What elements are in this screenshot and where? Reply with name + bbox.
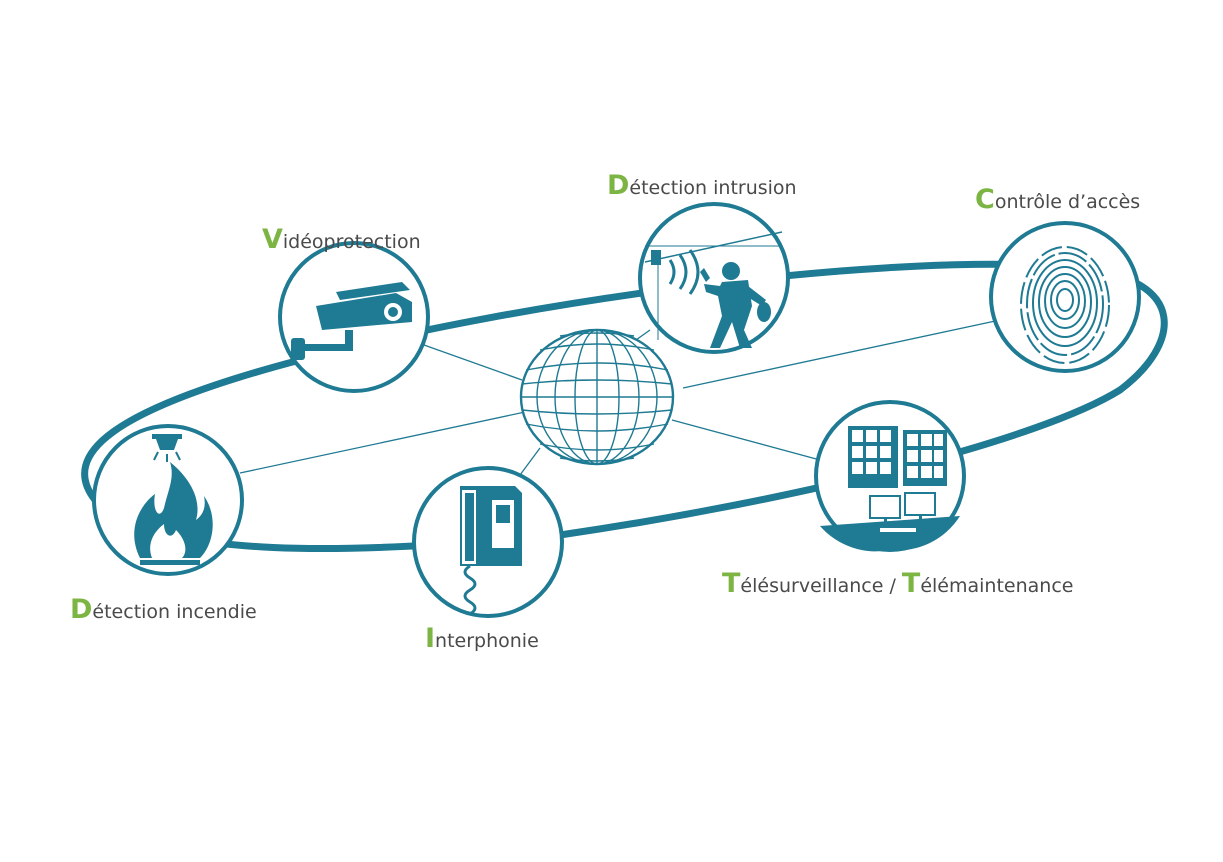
fingerprint-icon [1020, 246, 1110, 364]
label-remote-initial-1: T [722, 568, 741, 599]
node-circle-intrusion [638, 202, 790, 354]
monitoring-screens-icon [820, 426, 960, 552]
fire-detector-icon [134, 434, 213, 565]
label-intrusion: Détection intrusion [607, 172, 797, 199]
label-intrusion-text: étection intrusion [629, 177, 797, 199]
label-remote: Télésurveillance / Télémaintenance [722, 570, 1073, 597]
label-videoprotection-text: idéoprotection [282, 231, 421, 253]
connector-remote [671, 419, 821, 461]
label-fire: Détection incendie [70, 596, 257, 623]
label-access-initial: C [975, 184, 995, 215]
label-videoprotection: Vidéoprotection [262, 226, 421, 253]
label-remote-text-1: élésurveillance / [740, 575, 902, 597]
label-intercom-initial: I [425, 623, 436, 654]
intercom-phone-icon [460, 486, 522, 616]
label-intercom-text: nterphonie [435, 630, 539, 652]
label-intercom: Interphonie [425, 625, 539, 652]
connector-intercom [519, 447, 541, 476]
intruder-motion-sensor-icon [644, 231, 783, 348]
hub-connectors [239, 319, 1001, 476]
label-fire-text: étection incendie [92, 601, 257, 623]
connector-access [682, 319, 1001, 389]
label-fire-initial: D [70, 594, 93, 625]
connector-fire [239, 411, 526, 474]
cctv-camera-icon [291, 282, 412, 360]
label-remote-text-2: élémaintenance [920, 575, 1074, 597]
label-videoprotection-initial: V [262, 224, 283, 255]
node-circle-access [989, 221, 1141, 373]
connector-video [409, 339, 523, 381]
label-intrusion-initial: D [607, 170, 630, 201]
label-access-text: ontrôle d’accès [994, 191, 1141, 213]
label-remote-initial-2: T [901, 568, 921, 599]
globe-icon [519, 328, 675, 466]
label-access: Contrôle d’accès [975, 186, 1140, 213]
